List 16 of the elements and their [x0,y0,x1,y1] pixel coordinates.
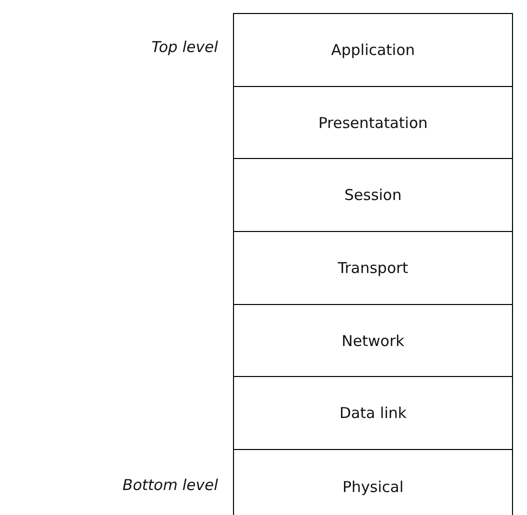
level-label: Top level [152,38,218,56]
layer-box [233,86,513,159]
layer-box [233,231,513,305]
layer-name: Application [331,41,415,59]
layer-box [233,304,513,377]
layer-name: Presentatation [318,114,428,132]
layer-box [233,449,513,515]
layer-name: Network [342,332,404,350]
level-label: Bottom level [122,476,218,494]
layer-name: Session [344,186,402,204]
layer-box [233,13,513,87]
layer-name: Physical [342,478,404,496]
layer-name: Data link [339,404,407,422]
layer-box [233,376,513,450]
layer-box [233,158,513,232]
layer-name: Transport [338,259,408,277]
